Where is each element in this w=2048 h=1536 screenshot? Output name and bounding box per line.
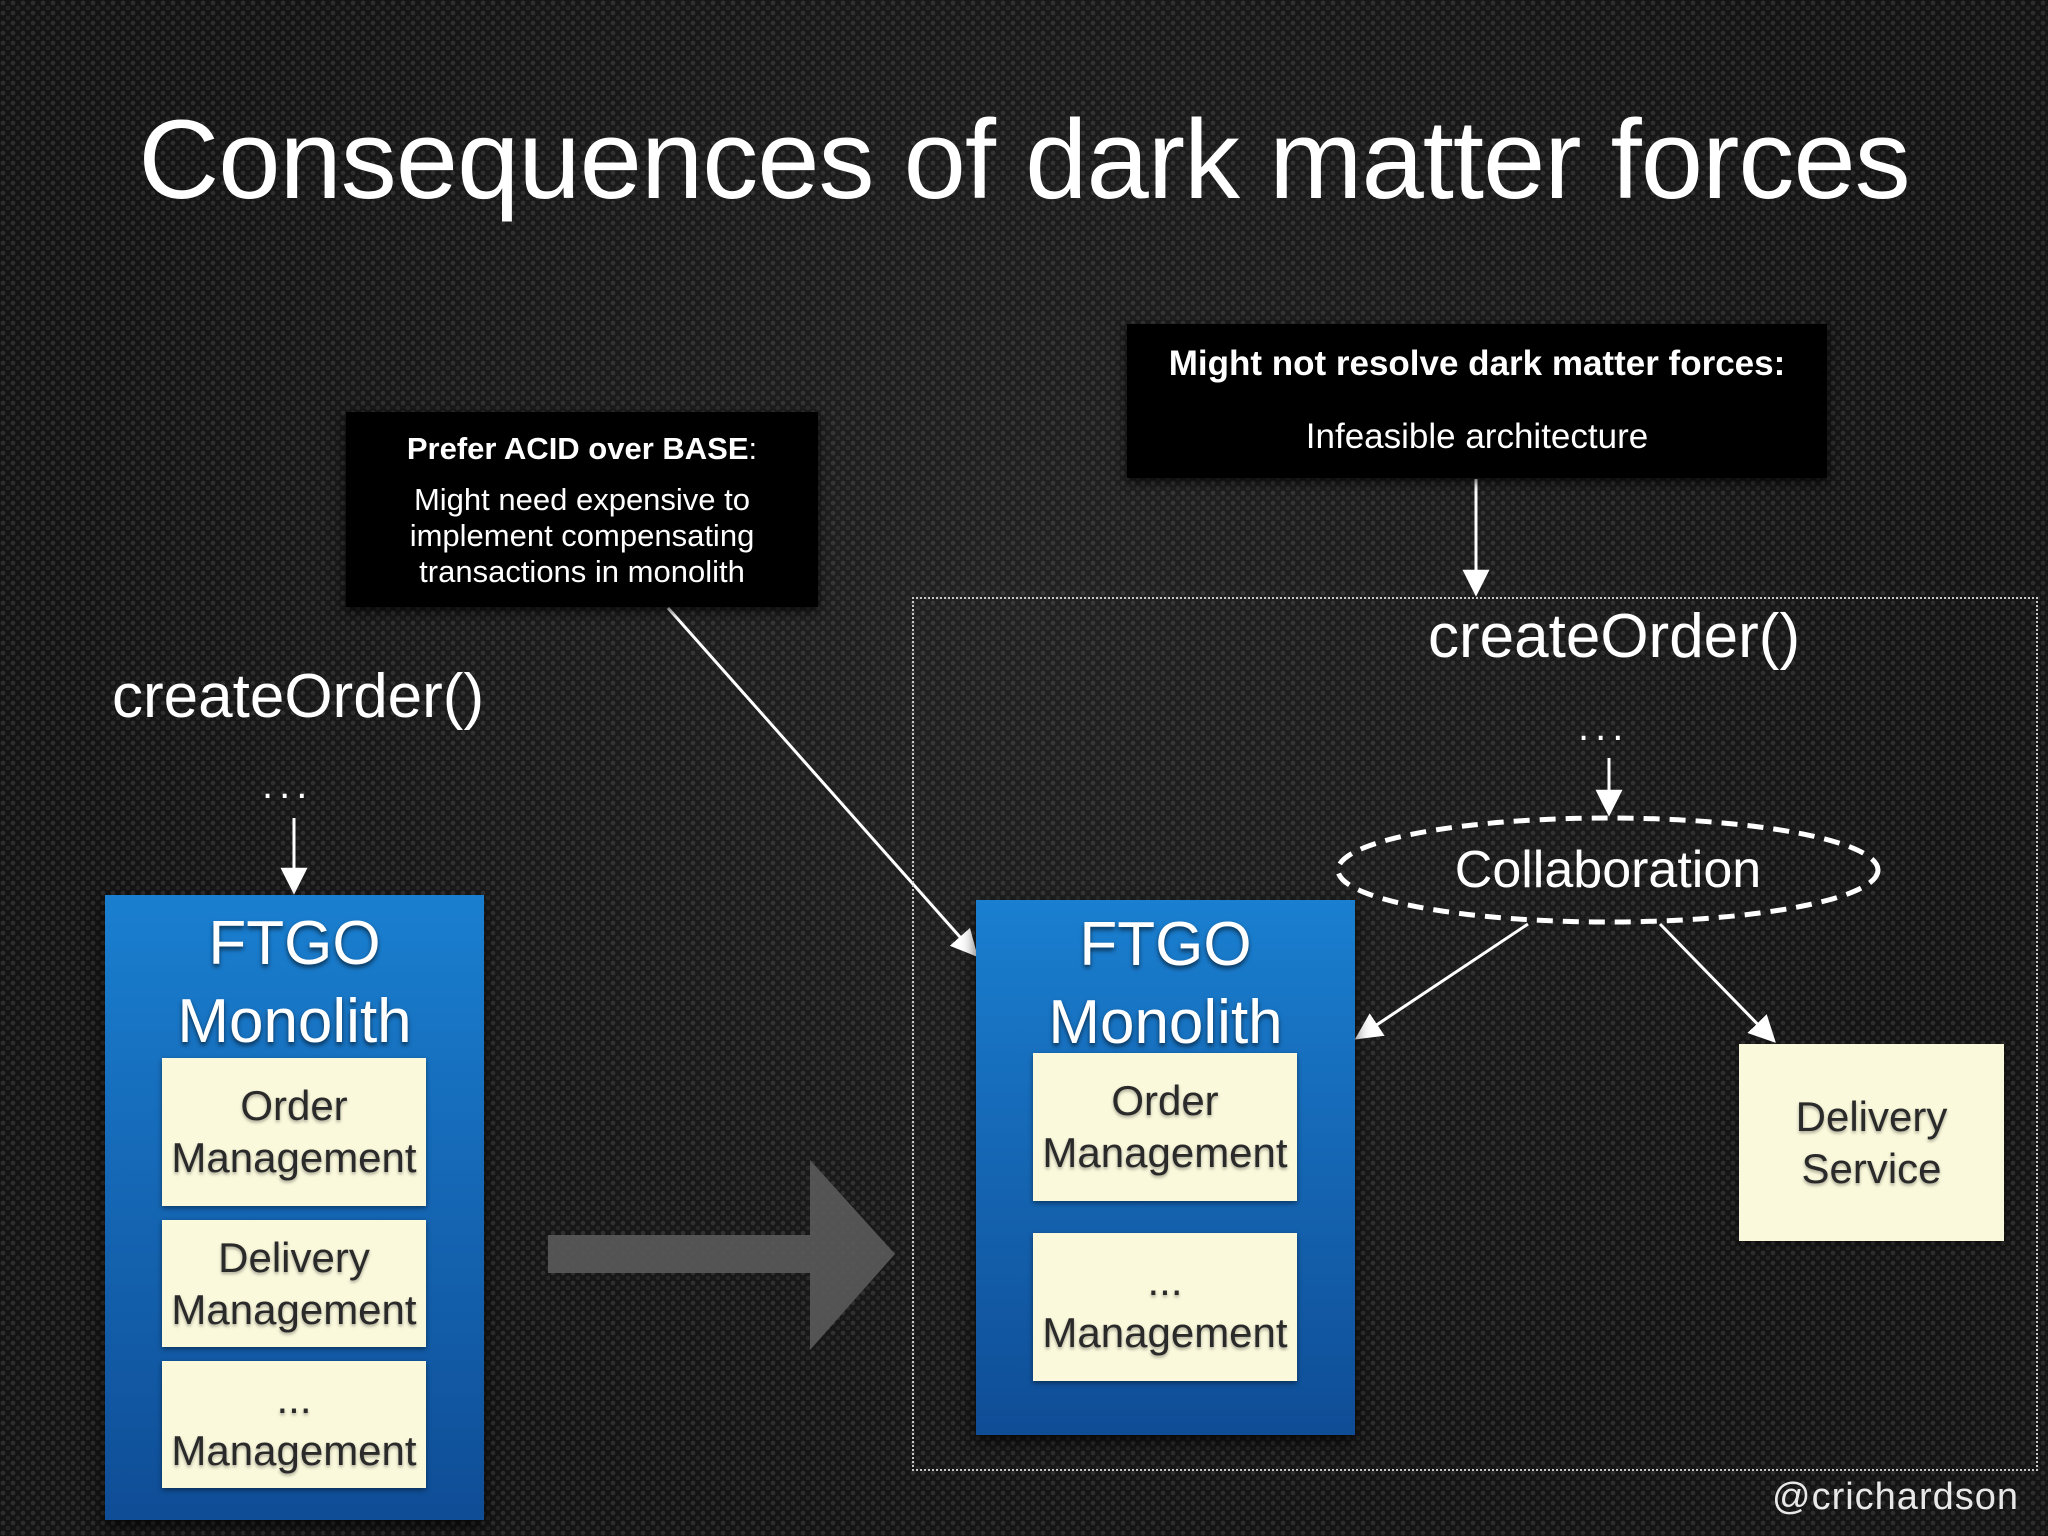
acid-callout-line: implement compensating xyxy=(409,518,755,553)
acid-callout: Prefer ACID over BASE: Might need expens… xyxy=(346,412,818,607)
collab-to-monolith-arrow xyxy=(1354,922,1529,1040)
module-line2: Management xyxy=(171,1285,417,1333)
left-ellipsis: ... xyxy=(262,763,314,807)
collab-to-service-arrow xyxy=(1658,922,1776,1043)
acid-callout-pointer xyxy=(666,607,978,958)
delivery-service-box: Delivery Service xyxy=(1739,1044,2004,1241)
module-line1: ... xyxy=(1147,1257,1183,1304)
service-line2: Service xyxy=(1801,1144,1942,1192)
left-create-order-label: createOrder() xyxy=(112,662,485,731)
right-module-order: Order Management xyxy=(1033,1053,1297,1201)
module-line2: Management xyxy=(1042,1129,1288,1176)
transformation-arrow xyxy=(548,1160,895,1350)
left-monolith-title-line2: Monolith xyxy=(177,987,412,1056)
microservice-boundary xyxy=(912,597,2038,1471)
left-module-delivery: Delivery Management xyxy=(162,1220,426,1347)
module-line1: Order xyxy=(240,1082,348,1129)
author-handle: @crichardson xyxy=(1772,1476,2019,1518)
module-line1: ... xyxy=(276,1374,312,1422)
right-ellipsis: ... xyxy=(1578,705,1630,749)
right-monolith-title-line2: Monolith xyxy=(1048,988,1283,1057)
collaboration-ellipse xyxy=(1335,815,1881,925)
left-module-other: ... Management xyxy=(162,1361,426,1488)
right-create-order-label: createOrder() xyxy=(1428,602,1801,671)
right-monolith-title-line1: FTGO xyxy=(1079,910,1252,979)
right-module-other: ... Management xyxy=(1033,1233,1297,1381)
left-module-order: Order Management xyxy=(162,1058,426,1206)
infeasible-callout: Might not resolve dark matter forces: In… xyxy=(1127,324,1827,478)
service-line1: Delivery xyxy=(1795,1092,1948,1140)
acid-callout-heading: Prefer ACID over BASE: xyxy=(406,431,758,466)
module-line2: Management xyxy=(171,1134,417,1181)
collaboration-label: Collaboration xyxy=(1454,841,1762,899)
module-line2: Management xyxy=(1042,1309,1288,1356)
left-monolith-title-line1: FTGO xyxy=(208,909,381,978)
module-line1: Delivery xyxy=(218,1233,370,1281)
infeasible-callout-body: Infeasible architecture xyxy=(1305,417,1649,456)
slide-title: Consequences of dark matter forces xyxy=(138,97,1910,222)
module-line1: Order xyxy=(1111,1077,1219,1124)
module-line2: Management xyxy=(171,1426,417,1474)
acid-callout-line: transactions in monolith xyxy=(419,554,745,589)
acid-callout-body: Might need expensive to implement compen… xyxy=(346,482,818,590)
acid-callout-line: Might need expensive to xyxy=(413,482,751,517)
infeasible-callout-heading: Might not resolve dark matter forces: xyxy=(1168,344,1786,383)
